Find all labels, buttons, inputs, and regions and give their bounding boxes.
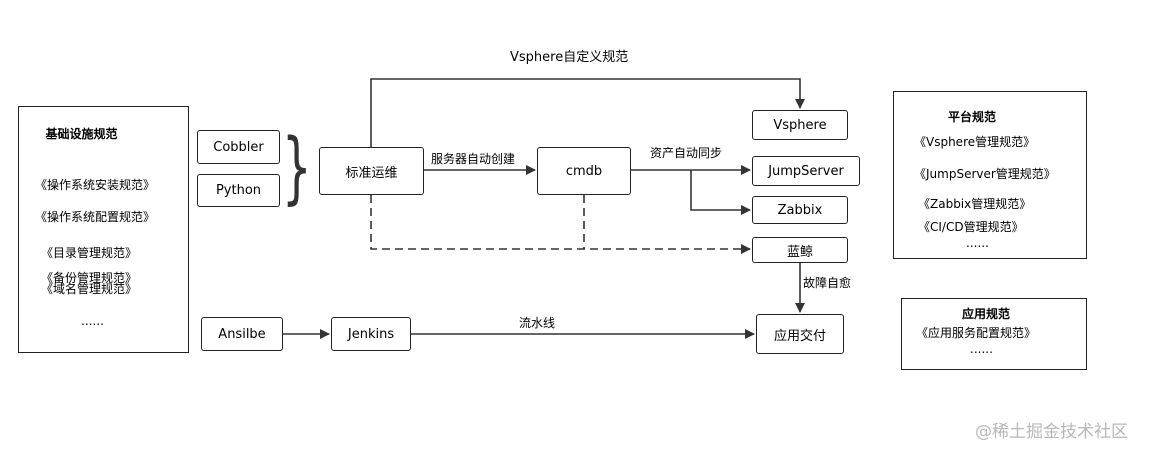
ellipsis: ...... — [970, 342, 993, 356]
spec-item: 《操作系统配置规范》 — [35, 210, 156, 224]
lanjing-node: 蓝鲸 — [752, 237, 848, 263]
infrastructure-spec-panel: 基础设施规范 《操作系统安装规范》 《操作系统配置规范》 《目录管理规范》 《备… — [18, 106, 189, 353]
spec-item: 《操作系统安装规范》 — [35, 178, 156, 192]
cobbler-node: Cobbler — [197, 130, 280, 164]
spec-item: 《Zabbix管理规范》 — [918, 197, 1032, 211]
brace-icon: } — [281, 123, 312, 213]
edge-ops-to-lanjing — [370, 195, 751, 254]
spec-item: 《CI/CD管理规范》 — [918, 220, 1024, 234]
self-heal-label: 故障自愈 — [803, 276, 852, 290]
ellipsis: ...... — [81, 314, 104, 328]
vsphere-spec-label: Vsphere自定义规范 — [510, 50, 629, 65]
edge-ops-to-vsphere — [370, 78, 805, 147]
panel-title: 基础设施规范 — [45, 127, 118, 141]
asset-sync-label: 资产自动同步 — [650, 146, 723, 160]
ansible-node: Ansilbe — [201, 317, 283, 351]
standard-ops-node: 标准运维 — [319, 147, 424, 195]
spec-item: 《JumpServer管理规范》 — [914, 167, 1056, 181]
jumpserver-node: JumpServer — [752, 156, 860, 186]
spec-item: 《Vsphere管理规范》 — [914, 135, 1036, 149]
spec-item: 《目录管理规范》 — [41, 246, 138, 260]
vsphere-node: Vsphere — [752, 110, 848, 140]
edge-cmdb-to-zabbix — [690, 170, 751, 215]
python-node: Python — [197, 174, 280, 207]
zabbix-node: Zabbix — [752, 196, 848, 224]
auto-create-label: 服务器自动创建 — [431, 152, 516, 166]
spec-item: 《备份管理规范》 — [41, 271, 138, 285]
jenkins-node: Jenkins — [331, 317, 411, 351]
ellipsis: ...... — [966, 236, 989, 250]
app-delivery-node: 应用交付 — [756, 314, 844, 354]
panel-title: 应用规范 — [961, 307, 1010, 321]
panel-title: 平台规范 — [947, 110, 996, 124]
cmdb-node: cmdb — [537, 147, 631, 195]
spec-item: 《应用服务配置规范》 — [916, 326, 1037, 340]
platform-spec-panel: 平台规范 《Vsphere管理规范》 《JumpServer管理规范》 《Zab… — [893, 91, 1087, 259]
pipeline-label: 流水线 — [519, 316, 556, 330]
app-spec-panel: 应用规范 《应用服务配置规范》 ...... — [901, 298, 1087, 370]
watermark: @稀土掘金技术社区 — [975, 422, 1128, 442]
spec-item: 《域名管理规范》 — [41, 282, 138, 296]
